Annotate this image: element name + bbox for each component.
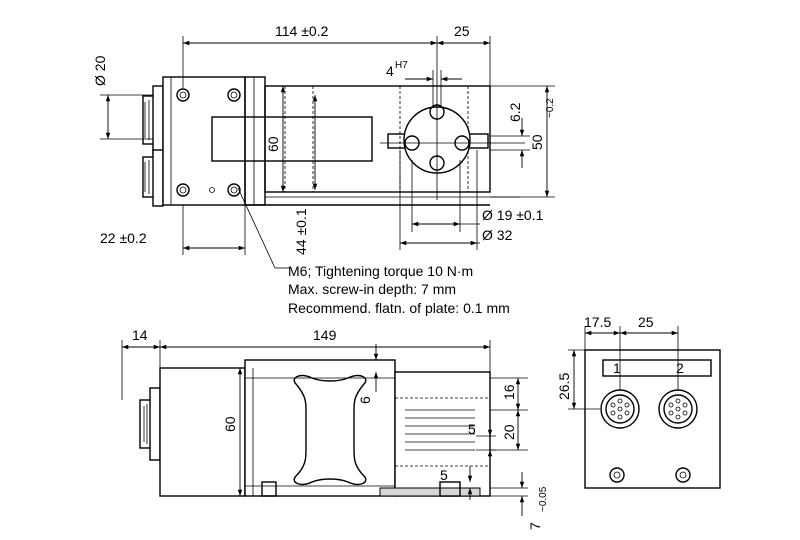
dim-bore-small: Ø 19 ±0.1 [482,207,544,223]
connector-upper [142,85,164,155]
top-beam [211,116,373,162]
side-load-cell-body [244,359,396,497]
pin-2-label: 2 [676,360,684,376]
dim-base-tolerance: −0.05 [538,486,549,512]
dim-5b: 5 [440,467,448,483]
top-view: 114 ±0.2 25 4 H7 Ø 20 60 44 ±0.1 6.2 50 … [92,23,556,269]
dim-edge-offset: 22 ±0.2 [100,230,147,246]
dim-hole-tolerance: H7 [395,60,408,71]
top-housing-block [162,76,246,206]
mounting-note: M6; Tightening torque 10 N·m Max. screw-… [288,263,510,316]
side-view: 14 149 60 6 16 20 5 5 7 −0.05 [121,327,549,530]
dim-connector-dia: Ø 20 [92,55,108,86]
dim-slot: 6.2 [507,102,523,122]
dim-5a: 5 [468,421,476,437]
dim-side-height: 60 [222,416,238,432]
dim-hole: 4 [386,63,394,79]
side-connector [139,387,161,461]
end-screws [609,467,691,483]
dim-plate: 50 [529,134,545,150]
dim-17-5: 17.5 [584,314,611,330]
top-load-cell-body [264,85,491,193]
top-housing-side [244,76,266,206]
side-housing [159,367,246,497]
dim-gap: 6 [357,396,373,404]
dim-base: 7 [527,522,543,530]
dim-offset: 25 [454,23,470,39]
note-line-1: M6; Tightening torque 10 N·m [288,263,473,279]
bone-cutout [293,374,367,486]
end-view: 1 2 [556,314,721,489]
dim-25: 25 [638,314,654,330]
dim-20: 20 [501,424,517,440]
connector-lower [142,149,164,207]
dim-total: 149 [313,327,337,343]
mounting-plate [380,100,525,200]
label-strip [602,359,712,377]
dim-26-5: 26.5 [556,373,572,400]
note-line-2: Max. screw-in depth: 7 mm [288,281,456,297]
note-line-3: Recommend. flatn. of plate: 0.1 mm [288,300,510,316]
top-bolts [176,88,241,197]
pin-1-label: 1 [613,360,621,376]
dim-left: 14 [132,327,148,343]
dim-length: 114 ±0.2 [275,23,329,39]
dim-16: 16 [501,384,517,400]
dim-hole-spacing: 44 ±0.1 [293,208,309,255]
dim-block-height: 60 [265,136,281,152]
end-panel [584,349,721,489]
dim-bore-large: Ø 32 [482,227,513,243]
dim-plate-tolerance: −0.2 [545,98,556,118]
